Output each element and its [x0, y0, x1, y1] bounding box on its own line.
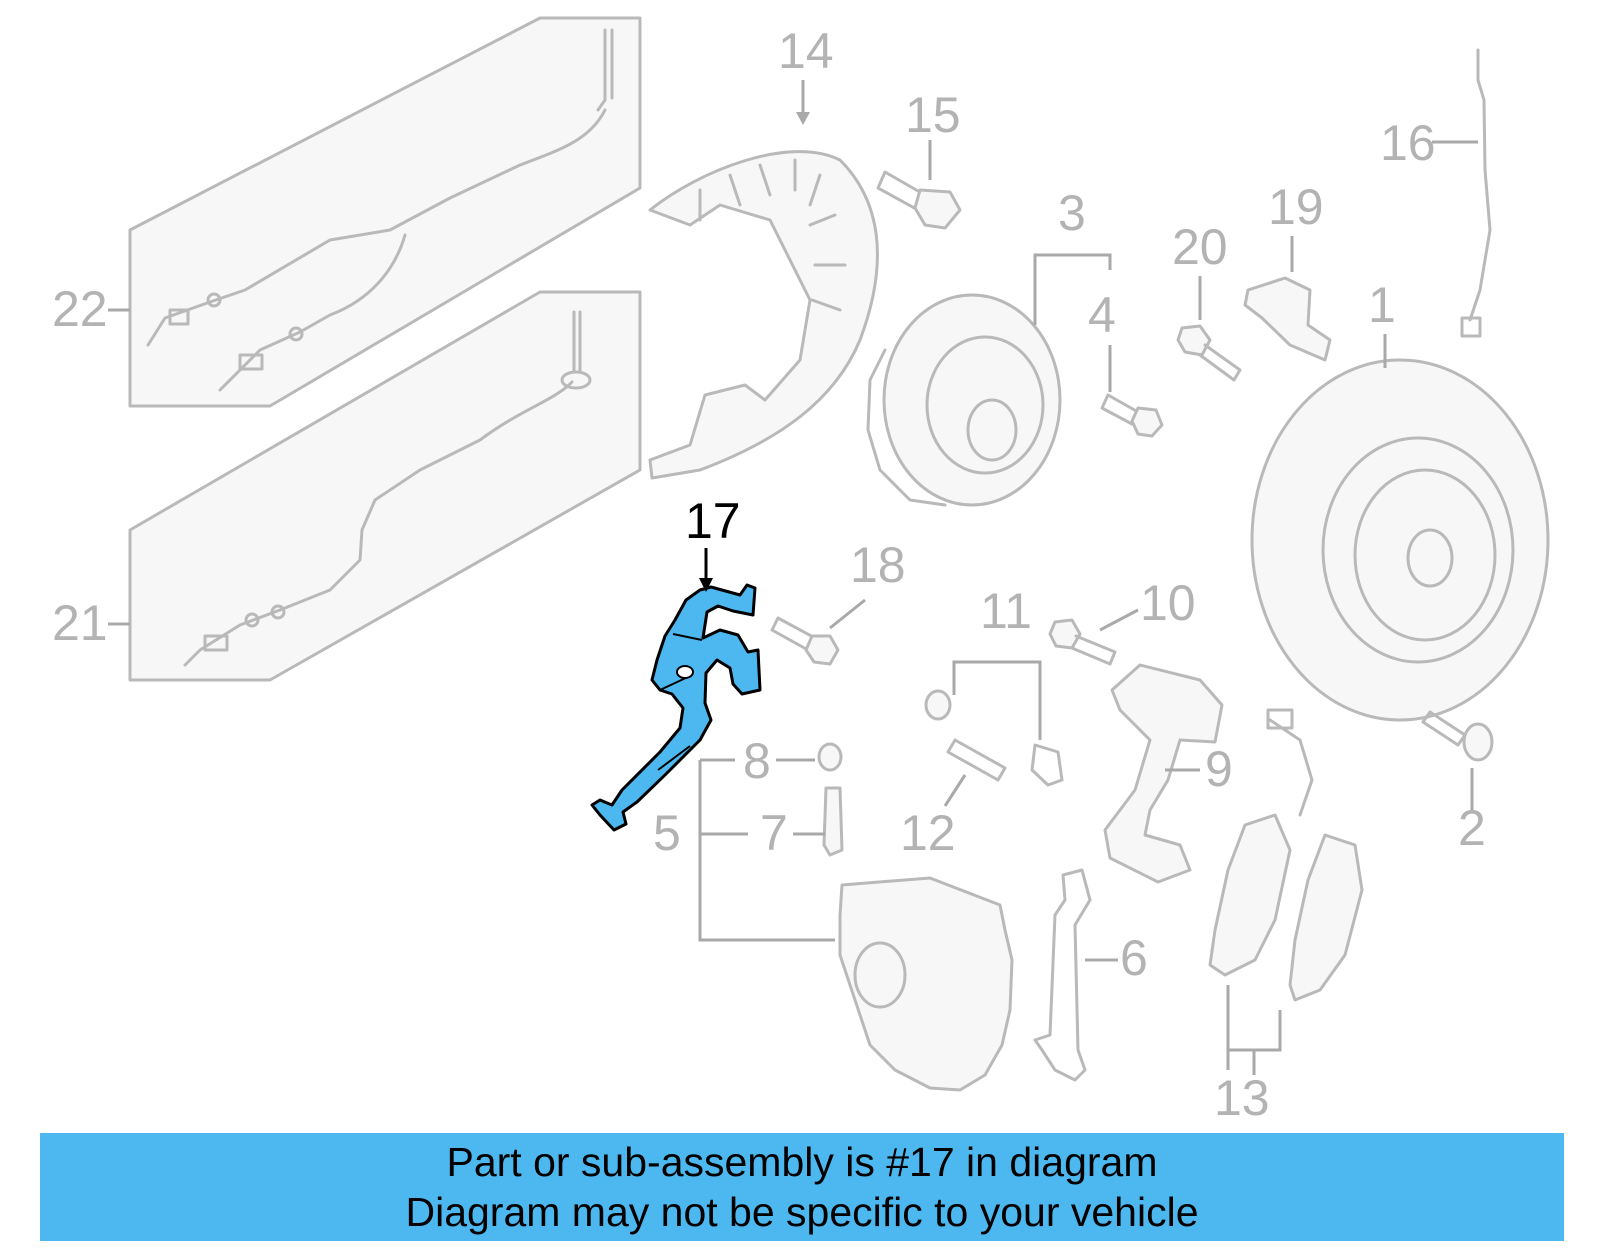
part-3-wheel-hub — [866, 293, 1062, 507]
part-10-bolt — [1048, 618, 1117, 666]
callout-11: 11 — [980, 583, 1032, 639]
part-16-brake-hose — [1460, 48, 1492, 338]
part-20-bolt — [1176, 324, 1242, 382]
callout-16: 16 — [1380, 115, 1436, 171]
callout-15: 15 — [905, 87, 961, 143]
part-7-bleeder-valve — [822, 786, 844, 857]
callout-3: 3 — [1058, 185, 1086, 241]
part-22-sensor-harness — [128, 16, 642, 408]
part-8-cap — [817, 742, 843, 772]
part-1-brake-rotor — [1250, 358, 1550, 722]
caption-banner: Part or sub-assembly is #17 in diagram D… — [40, 1133, 1564, 1241]
caption-line-1: Part or sub-assembly is #17 in diagram — [446, 1139, 1158, 1185]
callout-20: 20 — [1172, 219, 1228, 275]
callout-14: 14 — [778, 23, 834, 79]
part-5-caliper — [838, 876, 1014, 1092]
part-17-bracket-highlighted — [590, 583, 762, 832]
callout-19: 19 — [1268, 179, 1324, 235]
callout-7: 7 — [760, 805, 788, 861]
callout-8: 8 — [743, 733, 771, 789]
callout-17: 17 — [685, 493, 741, 549]
callout-12: 12 — [900, 805, 956, 861]
part-12-pin — [946, 738, 1007, 782]
callout-13: 13 — [1214, 1070, 1270, 1126]
part-13-brake-pads — [1208, 708, 1364, 1002]
part-4-bolt — [1100, 393, 1164, 438]
part-11-guide-pins — [924, 689, 1064, 787]
callout-10: 10 — [1140, 575, 1196, 631]
part-15-bolt — [876, 170, 962, 230]
part-21-sensor-harness — [128, 290, 642, 682]
callout-5: 5 — [653, 805, 681, 861]
callout-6: 6 — [1120, 930, 1148, 986]
part-2-screw — [1421, 710, 1494, 762]
part-14-splash-shield — [648, 150, 879, 480]
caption-line-2: Diagram may not be specific to your vehi… — [405, 1189, 1199, 1235]
callout-22: 22 — [52, 281, 108, 337]
part-6-pad-clip — [1033, 868, 1092, 1082]
callout-4: 4 — [1088, 287, 1116, 343]
callout-1: 1 — [1368, 277, 1396, 333]
callout-21: 21 — [52, 595, 108, 651]
part-9-caliper-bracket — [1103, 663, 1224, 884]
callout-9: 9 — [1205, 741, 1233, 797]
part-18-bolt — [770, 616, 840, 666]
callout-18: 18 — [850, 537, 906, 593]
part-19-bracket — [1243, 276, 1332, 362]
